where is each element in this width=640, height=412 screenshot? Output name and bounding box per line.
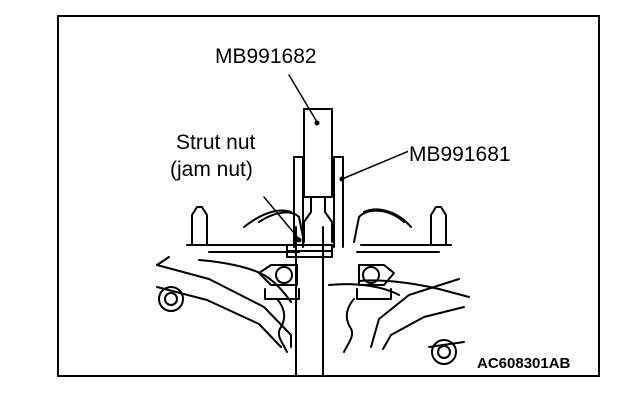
tool-label-mb991681: MB991681 (408, 142, 512, 167)
strut-shaft (295, 226, 324, 375)
right-spring-seat-lower (328, 278, 470, 365)
illustration-frame: MB991682 Strut nut (jam nut) MB991681 AC… (57, 15, 600, 377)
part-label-strut-nut: Strut nut (175, 130, 257, 155)
strut-nut (286, 244, 333, 258)
tool-mb991682 (303, 108, 333, 243)
figure-code: AC608301AB (477, 355, 571, 373)
leader-dots (296, 120, 345, 243)
leader-lines (263, 74, 410, 240)
left-spring-seat-lower (156, 256, 292, 348)
tool-label-mb991682: MB991682 (214, 44, 318, 69)
upper-mount-right (353, 208, 445, 300)
strut-assembly-drawing (156, 74, 470, 375)
dust-boot (276, 298, 355, 353)
mount-studs (186, 206, 452, 246)
part-label-jam-nut: (jam nut) (169, 157, 254, 182)
